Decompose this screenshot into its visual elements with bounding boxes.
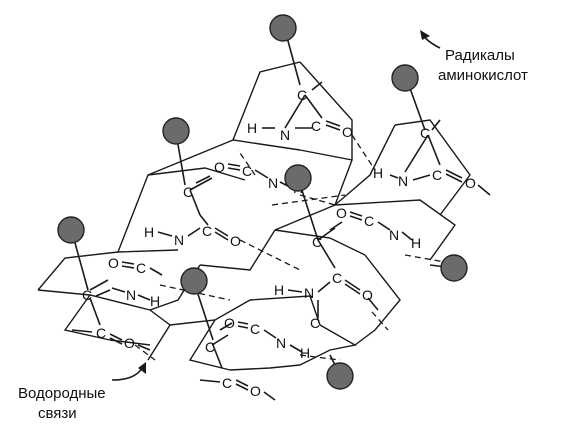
atom-o: O xyxy=(465,175,476,191)
radicals-arrowhead xyxy=(420,30,430,40)
atom-o: O xyxy=(214,159,225,175)
atom-n: N xyxy=(398,173,408,189)
atom-n: N xyxy=(304,285,314,301)
atom-h: H xyxy=(373,165,383,181)
radical-ball xyxy=(284,164,312,192)
atom-c: C xyxy=(202,223,212,239)
atom-o: O xyxy=(124,335,135,351)
hbonds-label-line1: Водородные xyxy=(18,385,106,402)
radical-ball xyxy=(440,254,468,282)
atom-o: O xyxy=(230,233,241,249)
atom-c: C xyxy=(82,287,92,303)
radical-ball xyxy=(180,267,208,295)
atom-n: N xyxy=(126,287,136,303)
radical-ball xyxy=(162,117,190,145)
atom-c: C xyxy=(420,125,430,141)
pleated-sheet-outline xyxy=(37,61,471,371)
atom-n: N xyxy=(280,127,290,143)
hbonds-arrow-line xyxy=(111,367,143,381)
atom-c: C xyxy=(310,315,320,331)
atom-h: H xyxy=(150,293,160,309)
atom-h: H xyxy=(411,235,421,251)
radicals-label-line1: Радикалы xyxy=(445,47,515,64)
atom-c: C xyxy=(136,260,146,276)
atom-c: C xyxy=(242,163,252,179)
radical-ball xyxy=(57,216,85,244)
amino-acid-radicals xyxy=(57,14,468,390)
hbonds-arrowhead xyxy=(138,362,146,374)
atom-c: C xyxy=(432,167,442,183)
atom-h: H xyxy=(247,120,257,136)
atom-o: O xyxy=(108,255,119,271)
radical-ball xyxy=(269,14,297,42)
atom-h: H xyxy=(300,345,310,361)
atom-o: O xyxy=(224,315,235,331)
atom-labels: C H N C O C H N C O O C N H C H N C O O … xyxy=(82,87,476,399)
radical-ball xyxy=(326,362,354,390)
atom-c: C xyxy=(297,87,307,103)
atom-c: C xyxy=(205,339,215,355)
atom-n: N xyxy=(174,232,184,248)
backbone-bonds xyxy=(71,81,491,401)
atom-h: H xyxy=(144,224,154,240)
atom-h: H xyxy=(274,282,284,298)
callout-arrows xyxy=(111,30,441,381)
atom-n: N xyxy=(268,175,278,191)
atom-o: O xyxy=(362,287,373,303)
atom-o: O xyxy=(342,124,353,140)
hydrogen-bonds xyxy=(134,134,446,361)
atom-o: O xyxy=(336,205,347,221)
atom-c: C xyxy=(250,321,260,337)
radicals-label-line2: аминокислот xyxy=(438,67,528,84)
hbonds-label-line2: связи xyxy=(38,405,77,422)
atom-c: C xyxy=(312,234,322,250)
atom-c: C xyxy=(311,118,321,134)
atom-c: C xyxy=(96,325,106,341)
atom-n: N xyxy=(389,227,399,243)
atom-n: N xyxy=(276,335,286,351)
atom-c: C xyxy=(332,270,342,286)
radical-ball xyxy=(391,64,419,92)
atom-c: C xyxy=(364,213,374,229)
atom-c: C xyxy=(222,375,232,391)
atom-c: C xyxy=(183,184,193,200)
atom-o: O xyxy=(250,383,261,399)
